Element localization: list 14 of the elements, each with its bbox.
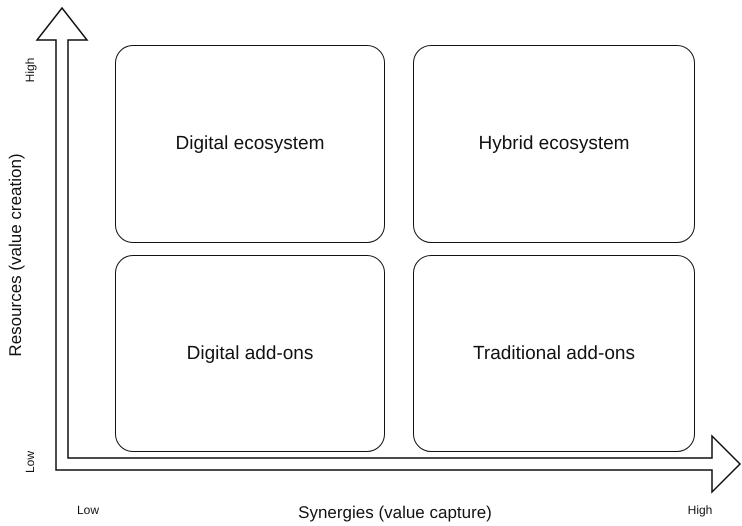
axis-tick-label: Low: [77, 503, 99, 517]
quadrant-label: Traditional add-ons: [473, 342, 635, 364]
quadrant-label: Hybrid ecosystem: [478, 133, 630, 155]
quadrant-label: Digital add-ons: [186, 342, 314, 364]
quadrant-box: [115, 255, 385, 452]
axis-title: Resources (value creation): [6, 153, 26, 357]
axis-tick-label: High: [688, 503, 712, 517]
quadrant-label: Digital ecosystem: [176, 133, 324, 155]
axis-tick-label: High: [23, 58, 37, 82]
quadrant-box: [413, 255, 695, 452]
quadrant-box: [413, 45, 695, 243]
quadrant-box: [115, 45, 385, 243]
axis-tick-label: Low: [23, 451, 37, 473]
axis-title: Synergies (value capture): [298, 503, 492, 523]
